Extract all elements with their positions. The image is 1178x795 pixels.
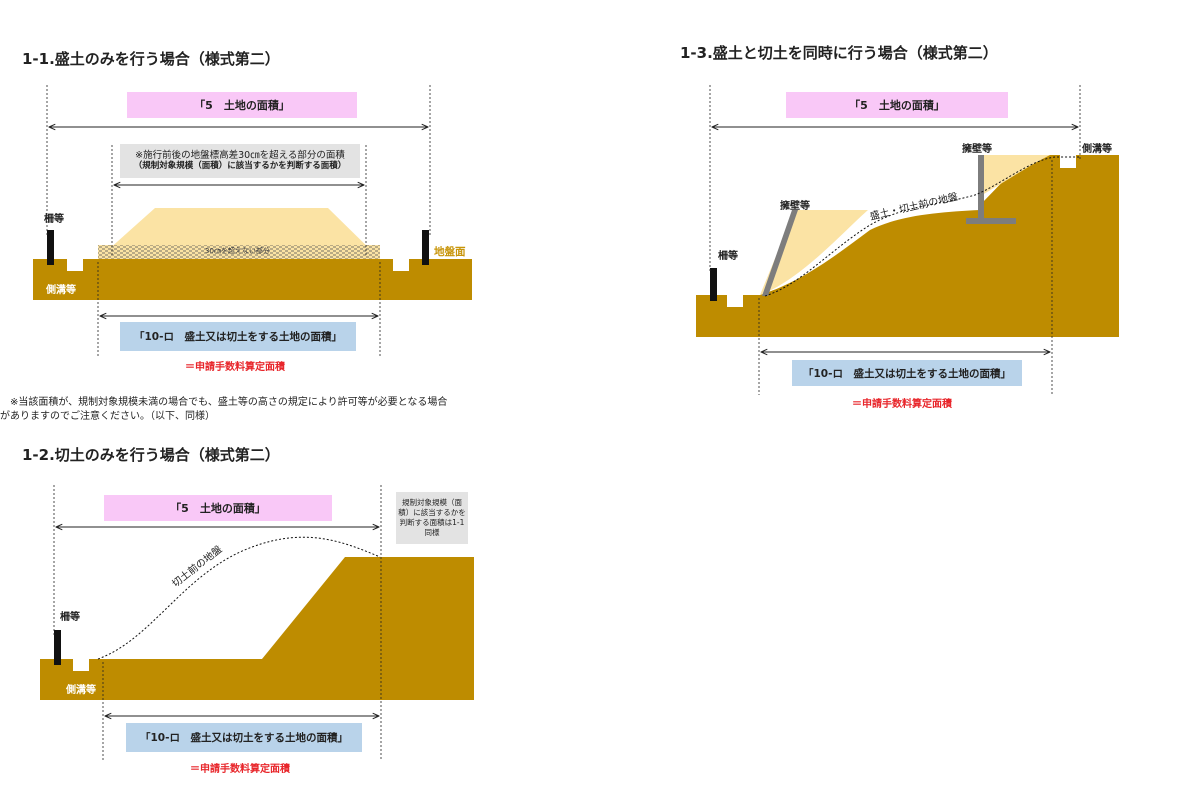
under-30cm-label: 30㎝を超えない部分	[205, 247, 270, 255]
diagram-1-3	[696, 85, 1119, 395]
fee-label-1-3: ＝申請手数料算定面積	[852, 399, 952, 410]
land-area-box-1-1: 「5 土地の面積」	[127, 92, 357, 118]
fence-label-1-3: 柵等	[718, 251, 738, 262]
fence-right-1-1	[422, 230, 429, 265]
ground-1-2	[40, 557, 474, 700]
fee-label-1-1: ＝申請手数料算定面積	[185, 362, 285, 373]
retaining-wall-label-top: 擁壁等	[962, 144, 992, 155]
over-30cm-note: ※施行前後の地盤標高差30㎝を超える部分の面積 （規制対象規模（面積）に該当する…	[120, 144, 360, 178]
fence-left-1-1	[47, 230, 54, 265]
pre-ground-curve	[764, 156, 1080, 297]
ditch-label-1-1: 側溝等	[46, 285, 76, 296]
cut-area-box-1-2: 「10-ロ 盛土又は切土をする土地の面積」	[126, 723, 362, 752]
ditch-label-1-2: 側溝等	[66, 685, 96, 696]
section-title-1-3: 1-3.盛土と切土を同時に行う場合（様式第二）	[680, 44, 998, 62]
fence-label-1-2: 柵等	[60, 612, 80, 623]
pre-cut-ground-curve	[97, 536, 381, 660]
side-note-line4: 同様	[424, 528, 440, 537]
land-area-box-1-2: 「5 土地の面積」	[104, 495, 332, 521]
side-note-line3: 判断する面積は1-1	[399, 518, 465, 527]
ditch-label-1-3: 側溝等	[1082, 144, 1112, 155]
under-30cm-band	[98, 245, 380, 259]
fence-label-1-1: 柵等	[44, 214, 64, 225]
fee-label-1-2: ＝申請手数料算定面積	[190, 764, 290, 775]
ground-surface-label: 地盤面	[434, 246, 466, 258]
retaining-wall-label-left: 擁壁等	[780, 201, 810, 212]
retaining-wall-right-stem	[978, 155, 984, 221]
side-note-line2: 積）に該当するかを	[398, 508, 466, 517]
retaining-wall-left	[762, 210, 798, 296]
diagram-1-2	[40, 485, 474, 760]
footnote-line1: ※当該面積が、規制対象規模未満の場合でも、盛土等の高さの規定により許可等が必要と…	[0, 397, 448, 408]
diagram-1-1	[33, 85, 472, 358]
section-title-1-2: 1-2.切土のみを行う場合（様式第二）	[22, 446, 280, 464]
ground-1-3	[696, 155, 1119, 337]
section-title-1-1: 1-1.盛土のみを行う場合（様式第二）	[22, 50, 280, 68]
fence-1-3	[710, 268, 717, 301]
over-30cm-note-line2: （規制対象規模（面積）に該当するかを判断する面積）	[133, 161, 347, 171]
retaining-wall-right-base	[966, 218, 1016, 224]
side-note-1-2: 規制対象規模（面 積）に該当するかを 判断する面積は1-1 同様	[396, 492, 468, 544]
cut-area-box-1-1: 「10-ロ 盛土又は切土をする土地の面積」	[120, 322, 356, 351]
ground-1-1	[33, 259, 472, 300]
fence-1-2	[54, 630, 61, 665]
over-30cm-note-line1: ※施行前後の地盤標高差30㎝を超える部分の面積	[135, 150, 345, 161]
land-area-box-1-3: 「5 土地の面積」	[786, 92, 1008, 118]
footnote-line2: がありますのでご注意ください。（以下、同様）	[0, 411, 215, 422]
fill-soil-right	[982, 155, 1050, 195]
side-note-line1: 規制対象規模（面	[402, 498, 462, 507]
cut-area-box-1-3: 「10-ロ 盛土又は切土をする土地の面積」	[792, 360, 1022, 386]
